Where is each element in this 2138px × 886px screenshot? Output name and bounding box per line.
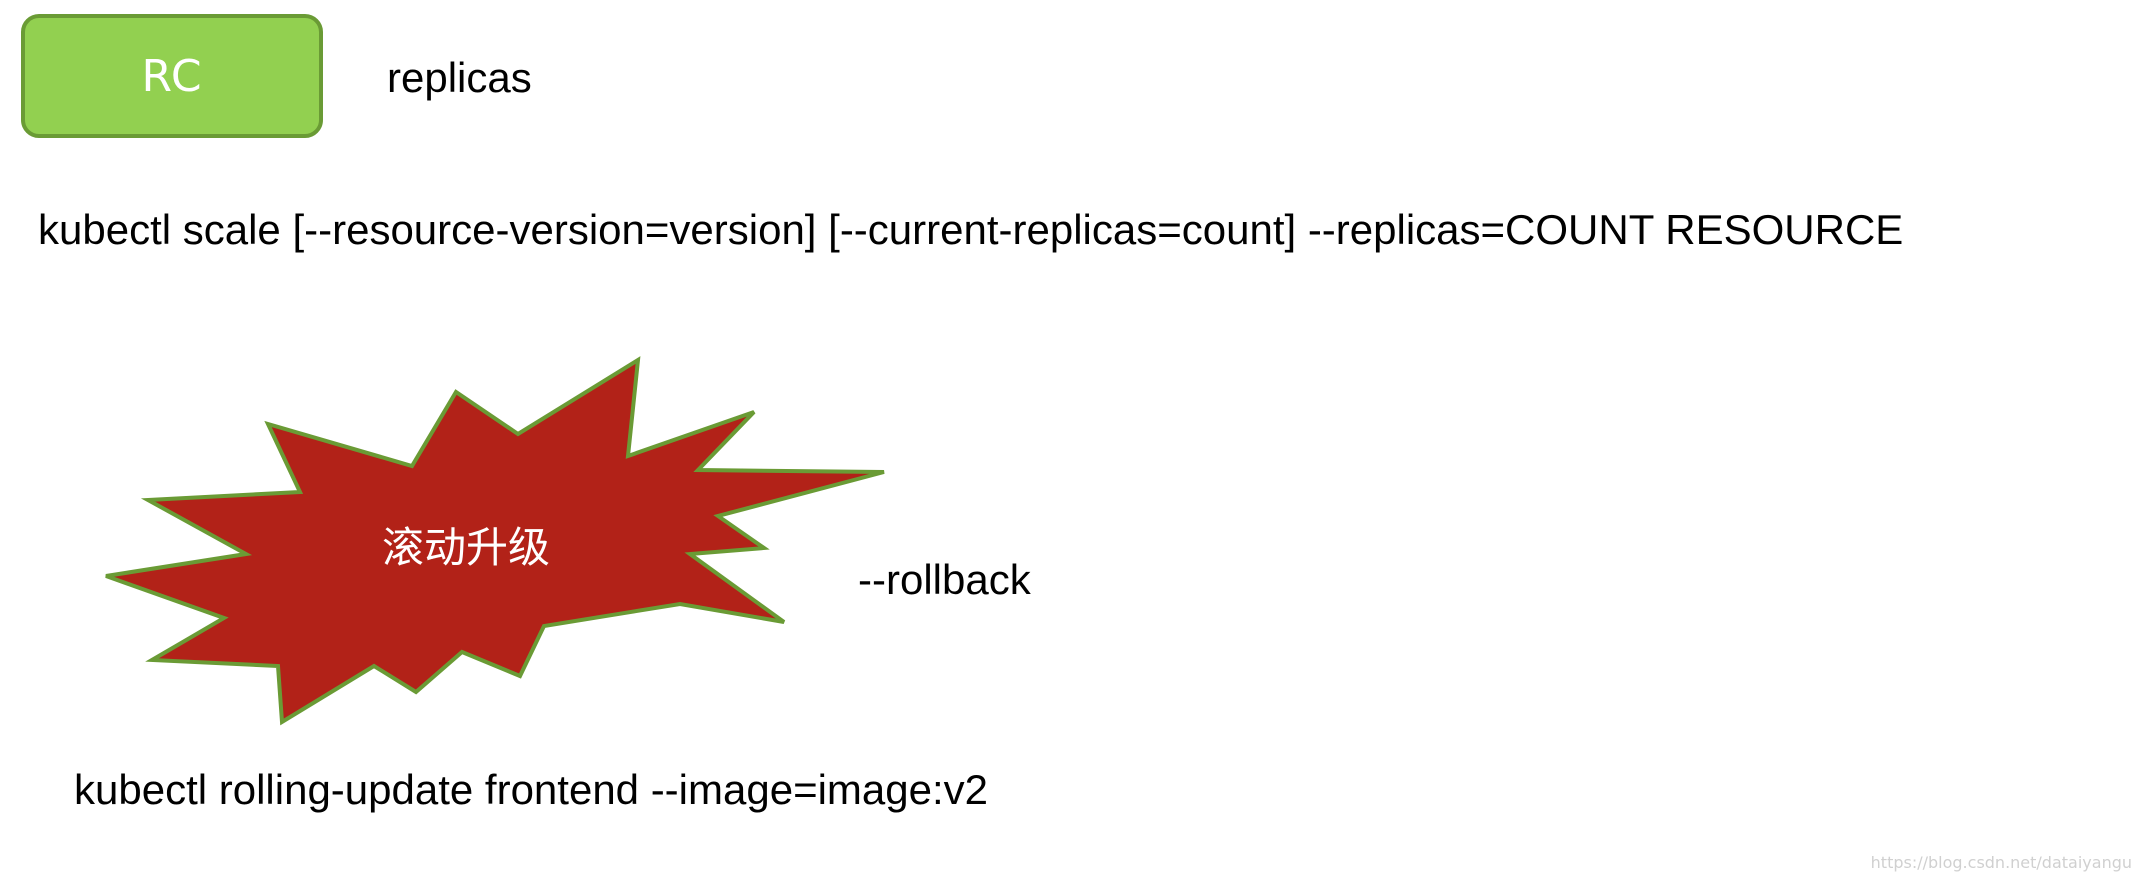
burst-shape xyxy=(105,356,885,726)
watermark: https://blog.csdn.net/dataiyangu xyxy=(1870,853,2132,872)
burst-label: 滚动升级 xyxy=(382,523,550,572)
scale-command: kubectl scale [--resource-version=versio… xyxy=(38,206,1904,253)
rolling-update-command: kubectl rolling-update frontend --image=… xyxy=(74,766,989,813)
replicas-label: replicas xyxy=(387,54,532,101)
rollback-label: --rollback xyxy=(858,556,1031,603)
rc-label: RC xyxy=(141,50,203,102)
rc-box: RC xyxy=(21,14,323,138)
